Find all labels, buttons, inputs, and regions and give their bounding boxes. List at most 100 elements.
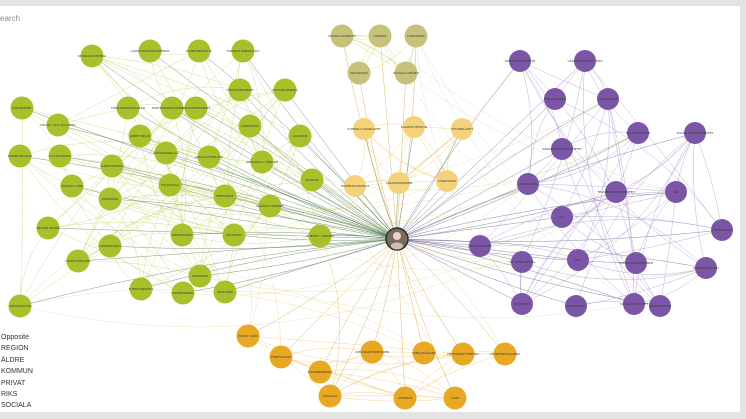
node-green[interactable]: OMSORGSBOLAG (153, 141, 180, 165)
legend-item-opposite[interactable]: Opposite (1, 334, 30, 341)
node-yellow-light[interactable]: VÅRDFOKUS (436, 170, 458, 192)
node-green[interactable]: PATIENTER (188, 264, 212, 288)
node-purple[interactable]: SVERIGES KOMMUNER (619, 252, 653, 274)
node-orange[interactable]: VARDAGA (318, 384, 342, 408)
node-label: SKL (673, 190, 679, 194)
node-khaki[interactable]: SAMHÄLLSDEBATT (328, 24, 356, 48)
node-green[interactable]: PRIMÄRVÅRD (170, 223, 194, 247)
node-label: PROFESSIONSFÖRBUNDEN (152, 105, 192, 110)
node-green[interactable]: ÄLDREOMSORG (100, 154, 124, 178)
node-green[interactable]: LANDSTINGSPOLITIKERNA (130, 39, 171, 63)
node-purple[interactable]: RIKSDAGEN (517, 173, 539, 195)
graph-edge (379, 35, 677, 193)
node-label: FUNKTIONSRÄTT (129, 286, 154, 291)
node-green[interactable]: CHEFER I VÅRDEN (306, 224, 334, 248)
node-green[interactable]: PERSONAL I VÅRDEN (246, 150, 278, 174)
node-yellow-light[interactable]: SVENSKA DAGBLADET (347, 118, 381, 140)
node-purple[interactable]: ÄLDREMINISTER (626, 122, 650, 144)
node-purple[interactable]: FÖRENINGAR (711, 219, 733, 241)
node-green[interactable]: SJUKHUS (300, 168, 324, 192)
node-purple[interactable]: PENSIONÄRER (544, 88, 566, 110)
node-purple[interactable]: FOLKPARTIET (597, 88, 619, 110)
node-green[interactable]: LÄNSTRAFIK (238, 114, 262, 138)
search-input[interactable]: earch (0, 14, 21, 23)
node-green[interactable]: SÄRSKILT BOENDE (256, 194, 284, 218)
node-green[interactable]: LOGGBOK (288, 124, 312, 148)
node-green[interactable]: LÄNSSTYRELSER (65, 249, 91, 273)
node-khaki[interactable]: OPINION (368, 24, 392, 48)
node-green[interactable]: KOMMUNERNA (171, 281, 195, 305)
node-orange[interactable]: ÄLDREBOENDEN (308, 360, 333, 384)
node-green[interactable]: KOMMUNPOLITIK (186, 39, 213, 63)
legend-item-riks[interactable]: RIKS (1, 391, 18, 399)
node-orange[interactable]: PRIVAT VÅRD (236, 324, 260, 348)
node-green[interactable]: ANHÖRIGSTÖD (8, 294, 32, 318)
node-orange[interactable]: VÅRDFÖRETAGARNA (490, 342, 522, 366)
node-purple[interactable]: VÅRDFÖRBUNDET RIKS (567, 50, 603, 72)
node-orange[interactable]: CARE (443, 386, 467, 410)
legend-item-privat[interactable]: PRIVAT (1, 379, 26, 387)
node-green[interactable]: RIKSDAGSTIDNING (78, 44, 107, 68)
scrollbar-track[interactable] (740, 6, 746, 412)
node-orange[interactable]: FÖRETAGARE (269, 345, 293, 369)
node-purple[interactable]: RIKSREVISIONEN (693, 257, 719, 279)
node-purple[interactable]: INSPEKTIONEN (649, 295, 671, 317)
node-purple[interactable]: DELEGATIONEN (468, 235, 492, 257)
node-circle (544, 88, 566, 110)
node-green[interactable]: VÅRDFÖRBUNDET (226, 78, 254, 102)
node-green[interactable]: FUNKTIONSRÄTT (129, 277, 154, 301)
node-yellow-light[interactable]: KOMMUNAKTUELLT (341, 175, 369, 197)
node-orange[interactable]: ATTENDO (393, 386, 417, 410)
node-green[interactable]: SKOLVÅRD (213, 280, 237, 304)
node-green[interactable]: HEMTJÄNST (213, 184, 237, 208)
node-orange[interactable]: HEMTJÄNSTFÖRETAG (447, 342, 479, 366)
node-green[interactable]: FÖRSÄKRINGSKASSAN (111, 96, 145, 120)
node-purple[interactable]: SKL (665, 181, 687, 203)
node-khaki[interactable]: SOCIALA MEDIER (393, 61, 419, 85)
node-purple[interactable]: SOCIALDEPARTEMENTET (677, 122, 714, 144)
node-orange[interactable]: FAMILJELÄKARE (412, 341, 436, 365)
node-yellow-light[interactable]: AFTONBLADET (451, 118, 473, 140)
node-green[interactable]: SOCIALSTYRELSEN (195, 145, 223, 169)
node-green[interactable]: KOMMUNALRÅD (8, 144, 33, 168)
node-green[interactable]: REGIONLEDNING (272, 78, 298, 102)
node-green[interactable]: ARBETSMILJÖ (128, 124, 152, 148)
legend-item-region[interactable]: REGION (1, 345, 29, 353)
node-khaki[interactable]: FORSKNING (404, 24, 428, 48)
network-graph[interactable]: RIKSDAGSTIDNING LANDSTINGSPOLITIKERNA KOMM… (0, 6, 740, 412)
node-yellow-light[interactable]: LÄKARTIDNINGEN (386, 172, 413, 194)
node-label: FOLKHÄLSA (161, 182, 180, 187)
node-circle (443, 386, 467, 410)
center-node[interactable] (385, 227, 409, 251)
node-purple[interactable]: PRO (567, 249, 589, 271)
node-purple[interactable]: SPF SENIORERNA (509, 251, 536, 273)
node-green[interactable]: STATSRÅDET (10, 96, 34, 120)
node-yellow-light[interactable]: DAGENS MEDICIN (401, 116, 427, 138)
node-purple[interactable]: IVO (551, 206, 573, 228)
node-purple[interactable]: NÄRINGSDEPARTEMENTET (542, 138, 582, 160)
node-green[interactable]: SVENSKT NÄRINGSLIV (227, 39, 261, 63)
graph-edge (227, 89, 241, 236)
node-green[interactable]: FOLKHÄLSA (158, 173, 182, 197)
node-khaki[interactable]: REDAKTION (347, 61, 371, 85)
node-label: PENSIONÄRER (544, 96, 565, 101)
legend-item-sociala[interactable]: SOCIALA (1, 402, 32, 410)
node-green[interactable]: STATLIGA VERK (60, 174, 85, 198)
legend-item-kommun[interactable]: KOMMUN (1, 368, 33, 376)
node-green[interactable]: LÄKARFÖRBUNDET (182, 96, 211, 120)
node-green[interactable]: PROFESSIONSFÖRBUNDEN (152, 96, 192, 120)
node-purple[interactable]: FORSKNING (565, 295, 587, 317)
node-purple[interactable]: RIKSORGANISATION (505, 50, 535, 72)
node-purple[interactable]: BOVERKET (511, 293, 533, 315)
legend-item-aldre[interactable]: ÄLDRE (1, 356, 25, 364)
node-green[interactable]: REGION SKÅNE (36, 216, 60, 240)
node-green[interactable]: TANDVÅRD (98, 187, 122, 211)
node-green[interactable]: PSYKIATRI (222, 223, 246, 247)
node-circle (158, 173, 182, 197)
node-purple[interactable]: SOCIALUTSKOTTET (620, 293, 648, 315)
node-orange[interactable]: OMSORGSFÖRETAGEN (355, 340, 389, 364)
node-green[interactable]: SOCIALTJÄNST (48, 144, 72, 168)
node-green[interactable]: HÄLSO- OCH SJUKVÅRD (40, 113, 76, 137)
node-purple[interactable]: FINANSDEPARTEMENTET (598, 181, 635, 203)
node-green[interactable]: DEMENSVÅRD (98, 234, 122, 258)
